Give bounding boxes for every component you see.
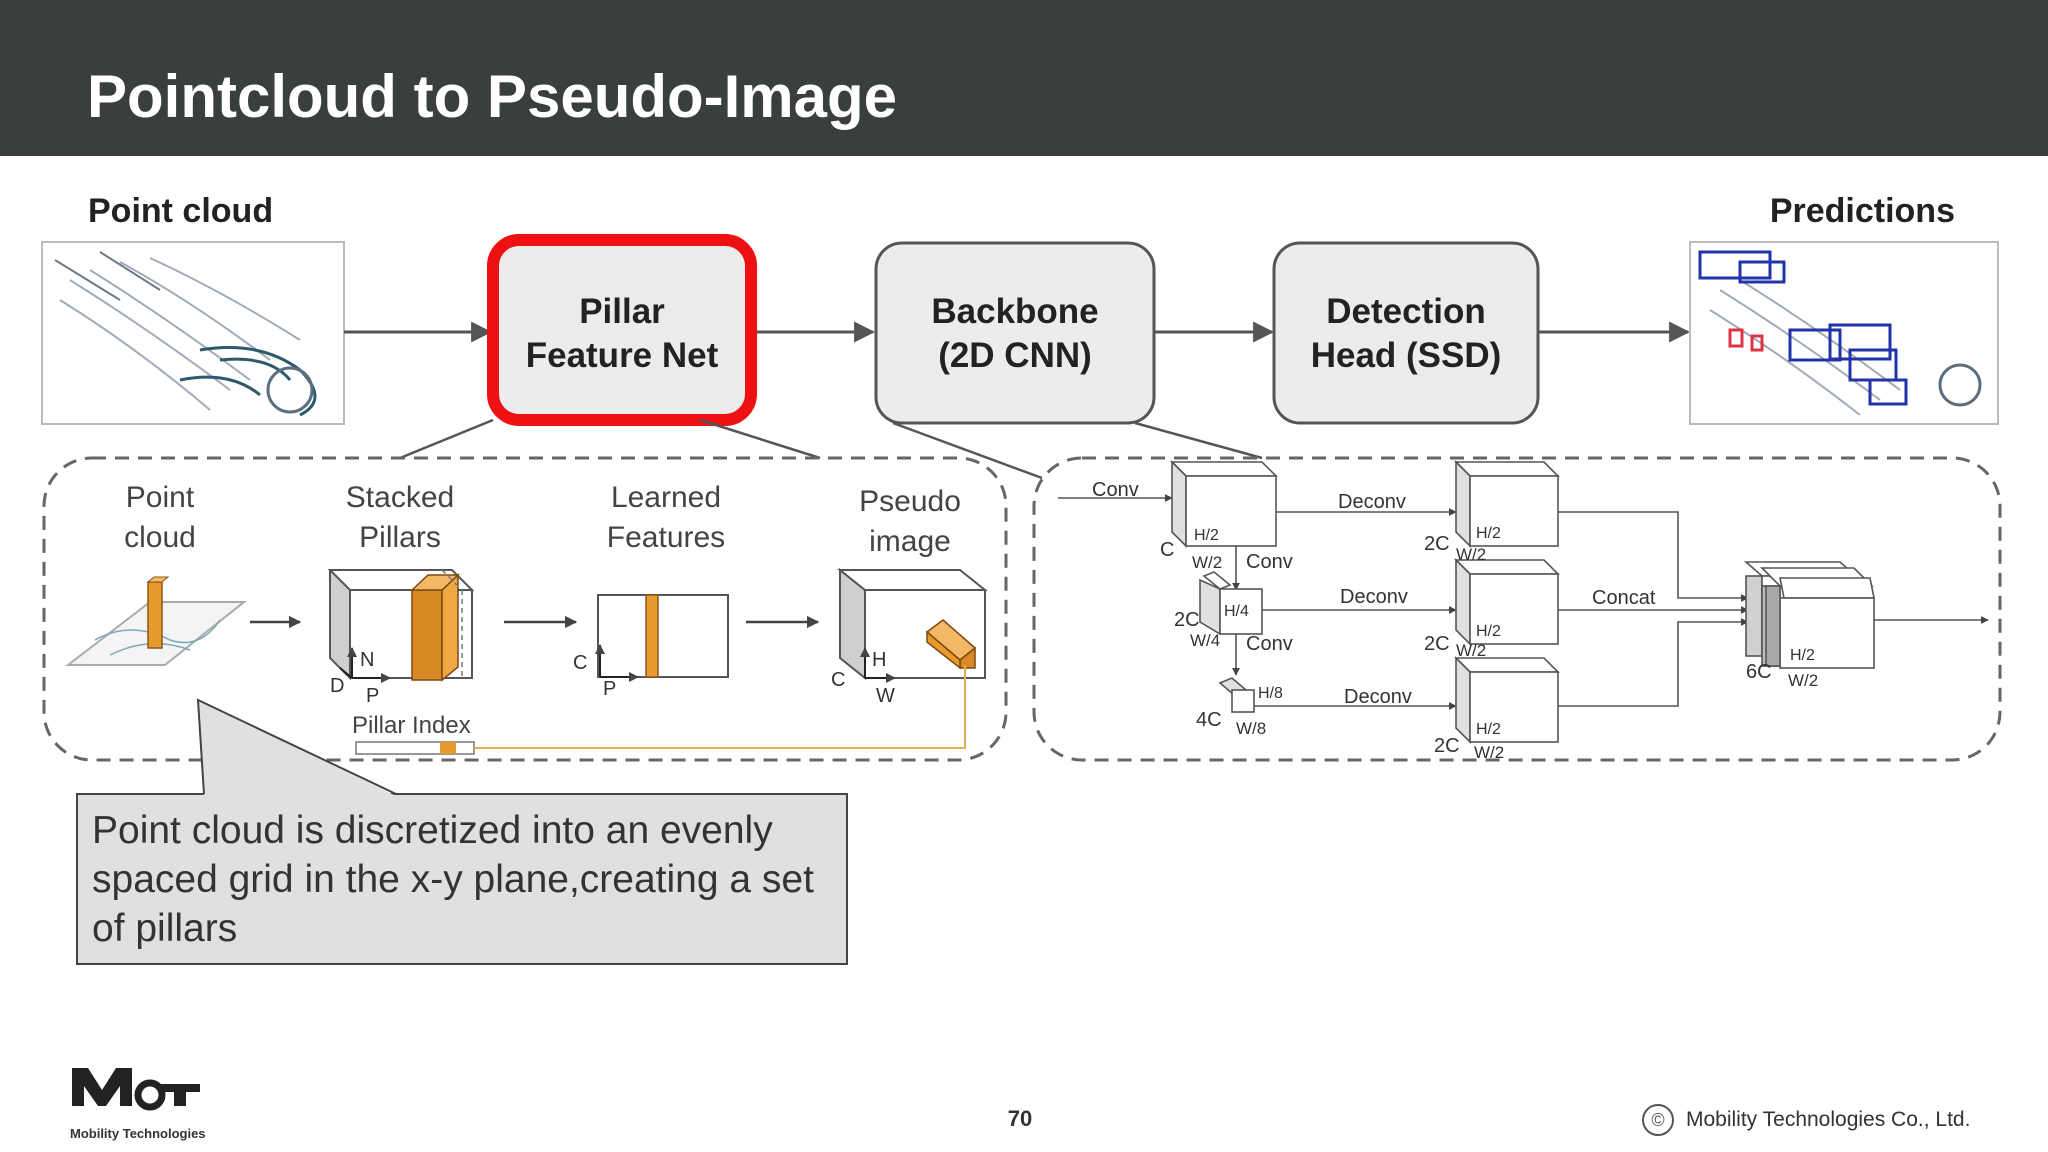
axis-C: C bbox=[573, 652, 587, 674]
input-pointcloud-image bbox=[41, 241, 345, 425]
stage-line1: Backbone bbox=[931, 292, 1098, 331]
bb-h4: H/4 bbox=[1224, 603, 1249, 620]
bb-h2-1: H/2 bbox=[1194, 527, 1219, 544]
bb-2c-a: 2C bbox=[1174, 609, 1200, 631]
bb-2c-b: 2C bbox=[1424, 533, 1450, 555]
stage-pillar-feature-net: Pillar Feature Net bbox=[487, 234, 757, 426]
bb-6c: 6C bbox=[1746, 661, 1772, 683]
axis-C2: C bbox=[831, 669, 845, 691]
pd-col4-l2: image bbox=[869, 525, 951, 558]
bb-w2-3: W/2 bbox=[1456, 641, 1486, 660]
bb-h2-4: H/2 bbox=[1476, 721, 1501, 738]
backbone-detail-region bbox=[1032, 456, 2002, 762]
copyright: © Mobility Technologies Co., Ltd. bbox=[1642, 1104, 1970, 1136]
bb-w2-1: W/2 bbox=[1192, 553, 1222, 572]
axis-H: H bbox=[872, 649, 886, 671]
bb-w4: W/4 bbox=[1190, 631, 1220, 650]
stage-line1: Detection bbox=[1326, 292, 1485, 331]
callout-box bbox=[76, 698, 848, 965]
pd-pseudo-image bbox=[837, 567, 988, 683]
bb-w2-2: W/2 bbox=[1456, 545, 1486, 564]
bb-h2-2: H/2 bbox=[1476, 525, 1501, 542]
bb-4c: 4C bbox=[1196, 709, 1222, 731]
logo-subtitle: Mobility Technologies bbox=[70, 1126, 206, 1141]
predictions-image bbox=[1689, 241, 1999, 425]
stage-line2: Head (SSD) bbox=[1311, 336, 1502, 375]
slide-title: Pointcloud to Pseudo-Image bbox=[87, 63, 898, 130]
axis-P: P bbox=[366, 685, 379, 707]
pillar-detail-region bbox=[42, 456, 1008, 762]
stage-line2: (2D CNN) bbox=[938, 336, 1092, 375]
pd-col3-l1: Learned bbox=[611, 481, 721, 514]
stage-backbone: Backbone (2D CNN) bbox=[874, 241, 1156, 425]
slide-header bbox=[0, 0, 2048, 156]
bb-h8: H/8 bbox=[1258, 685, 1283, 702]
pd-col2-l2: Pillars bbox=[359, 521, 441, 554]
bb-deconv-2: Deconv bbox=[1340, 586, 1408, 608]
pillar-index-bar bbox=[355, 665, 966, 755]
bb-w2-4: W/2 bbox=[1474, 743, 1504, 762]
page-number: 70 bbox=[1007, 1106, 1033, 1131]
bb-concat: Concat bbox=[1592, 587, 1656, 609]
callout-text: Point cloud is discretized into an evenl… bbox=[92, 809, 814, 950]
output-label: Predictions bbox=[1770, 192, 1955, 230]
pd-col2-l1: Stacked bbox=[346, 481, 454, 514]
pd-stacked-pillars bbox=[327, 569, 475, 683]
bb-2c-d: 2C bbox=[1434, 735, 1460, 757]
bb-deconv-3: Deconv bbox=[1344, 686, 1412, 708]
bb-2c-c: 2C bbox=[1424, 633, 1450, 655]
pd-pointcloud-plane bbox=[65, 576, 247, 666]
stage-line1: Pillar bbox=[579, 292, 665, 331]
stage-line2: Feature Net bbox=[526, 336, 719, 375]
axis-P2: P bbox=[603, 678, 616, 700]
copyright-icon: © bbox=[1642, 1104, 1674, 1136]
bb-conv-3: Conv bbox=[1246, 633, 1293, 655]
axis-N: N bbox=[360, 649, 374, 671]
pd-learned-features bbox=[595, 594, 729, 682]
bb-deconv-1: Deconv bbox=[1338, 491, 1406, 513]
bb-w2-5: W/2 bbox=[1788, 671, 1818, 690]
company-logo bbox=[72, 1068, 200, 1111]
pillar-index-label: Pillar Index bbox=[352, 712, 471, 739]
stage-detection-head: Detection Head (SSD) bbox=[1272, 241, 1540, 425]
bb-h2-5: H/2 bbox=[1790, 647, 1815, 664]
input-label: Point cloud bbox=[88, 192, 273, 230]
pd-col3-l2: Features bbox=[607, 521, 725, 554]
bb-h2-3: H/2 bbox=[1476, 623, 1501, 640]
axis-D: D bbox=[330, 675, 344, 697]
bb-conv-1: Conv bbox=[1092, 479, 1139, 501]
axis-W: W bbox=[876, 685, 895, 707]
bb-conv-2: Conv bbox=[1246, 551, 1293, 573]
pd-col1-l1: Point bbox=[126, 481, 195, 514]
pd-col4-l1: Pseudo bbox=[859, 485, 961, 518]
bb-c: C bbox=[1160, 539, 1174, 561]
copyright-text: Mobility Technologies Co., Ltd. bbox=[1686, 1108, 1971, 1131]
bb-w8: W/8 bbox=[1236, 719, 1266, 738]
pd-col1-l2: cloud bbox=[124, 521, 196, 554]
